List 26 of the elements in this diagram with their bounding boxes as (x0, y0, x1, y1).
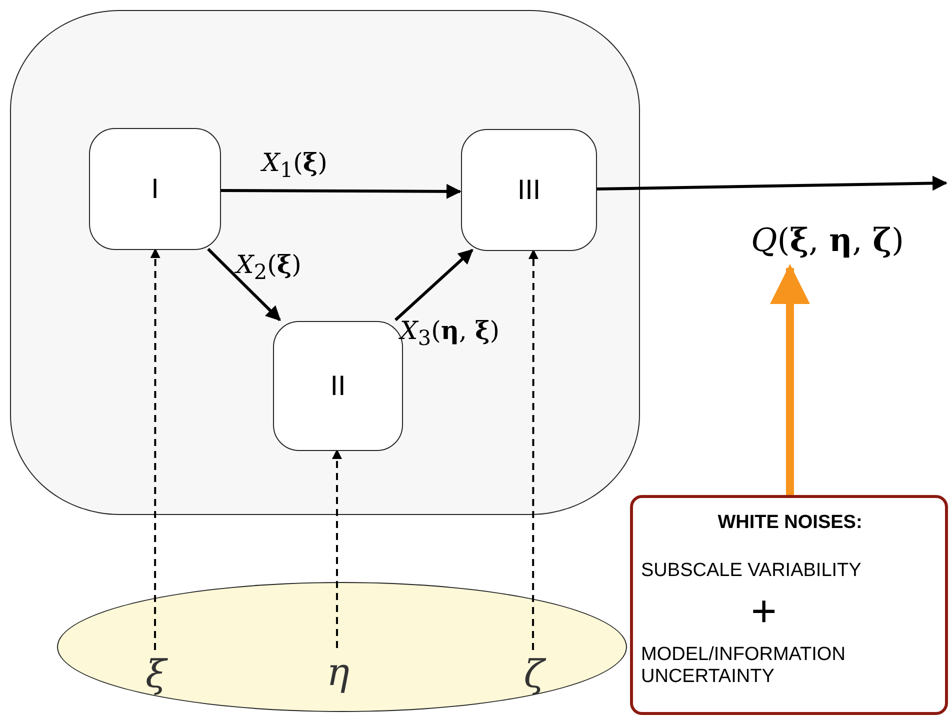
arrow (394, 248, 474, 322)
process-box (461, 129, 597, 251)
arrow (220, 184, 462, 199)
dashed-arrow (332, 449, 342, 648)
note-heading: WHITE NOISES: (718, 512, 862, 534)
edge-label: X$_{3}$(η, ξ) (400, 318, 500, 349)
rounded-container (10, 10, 640, 515)
box-label: III (517, 174, 541, 206)
box-label: II (330, 370, 346, 402)
note-text: SUBSCALE VARIABILITY (641, 560, 862, 582)
greek-letter: ξ (146, 655, 166, 693)
edge-label: X$_{1}$(ξ) (262, 150, 328, 181)
greek-letter: η (326, 653, 350, 691)
note-box (630, 495, 948, 715)
dashed-arrow (150, 248, 160, 650)
arrow (770, 264, 810, 495)
plus-sign: + (751, 590, 777, 634)
box-label: I (151, 173, 159, 205)
process-box (89, 128, 221, 250)
formula-text: Q(ξ, η, ζ) (750, 221, 904, 259)
greek-letter: ζ (524, 655, 544, 693)
edge-label: X$_{2}$(ξ) (236, 252, 302, 283)
note-text: MODEL/INFORMATION UNCERTAINTY (641, 644, 846, 688)
dashed-arrow (528, 249, 538, 650)
arrow (596, 176, 948, 191)
arrow (207, 248, 281, 322)
